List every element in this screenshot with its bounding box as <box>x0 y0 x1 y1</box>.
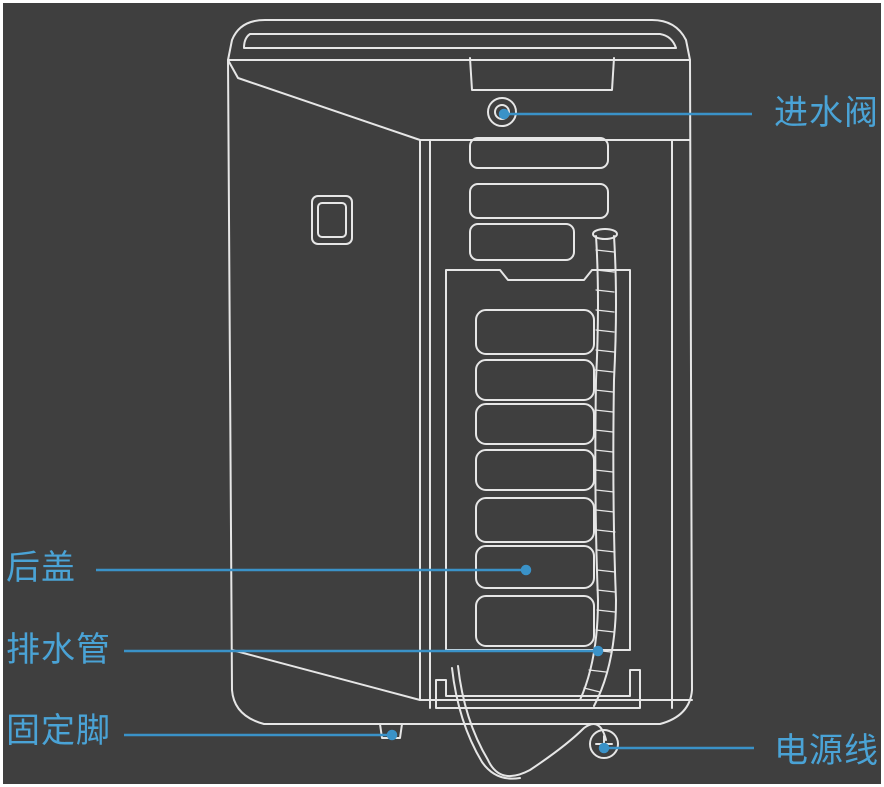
label-fixed-feet: 固定脚 <box>6 711 111 751</box>
vent-slot-2 <box>469 183 609 219</box>
rear-cover-panel <box>445 269 631 651</box>
rear-slot-4 <box>475 449 595 491</box>
callout-dot-inlet <box>498 108 510 120</box>
label-drain-hose: 排水管 <box>6 630 111 670</box>
rear-slot-2 <box>475 359 595 401</box>
side-window <box>311 195 353 245</box>
rear-slot-5 <box>475 497 595 543</box>
drain-hose-right <box>593 235 617 707</box>
callout-dot-power <box>598 742 610 754</box>
power-plug <box>589 729 619 759</box>
power-cord <box>457 665 607 778</box>
callout-dot-drain <box>592 645 604 657</box>
rear-slot-3 <box>475 403 595 445</box>
label-inlet-valve: 进水阀 <box>774 93 879 133</box>
power-cord-2 <box>451 667 521 780</box>
inlet-valve-inner <box>494 104 510 120</box>
side-panel-edge <box>227 59 421 701</box>
callout-dot-feet <box>386 729 398 741</box>
drain-hose-ribs <box>583 249 616 693</box>
callout-dot-cover <box>520 564 532 576</box>
rear-slot-7 <box>475 595 595 647</box>
base-bracket <box>435 669 641 709</box>
side-window-inner <box>317 202 347 238</box>
lid-handle <box>469 57 615 91</box>
body-bottom-band <box>231 649 693 701</box>
inlet-valve-outer <box>487 97 517 127</box>
drain-hose-left <box>579 235 599 701</box>
rear-slot-1 <box>475 309 595 355</box>
machine-body-outline <box>227 59 693 725</box>
top-lid-inner <box>243 33 677 49</box>
top-lid <box>227 19 691 61</box>
vent-slot-1 <box>469 137 609 169</box>
diagram-background <box>3 3 881 784</box>
rear-slot-6 <box>475 545 595 589</box>
label-power-cord: 电源线 <box>774 731 879 771</box>
vent-slot-3 <box>469 223 575 261</box>
drain-hose-top <box>592 228 618 240</box>
label-rear-cover: 后盖 <box>6 548 76 588</box>
